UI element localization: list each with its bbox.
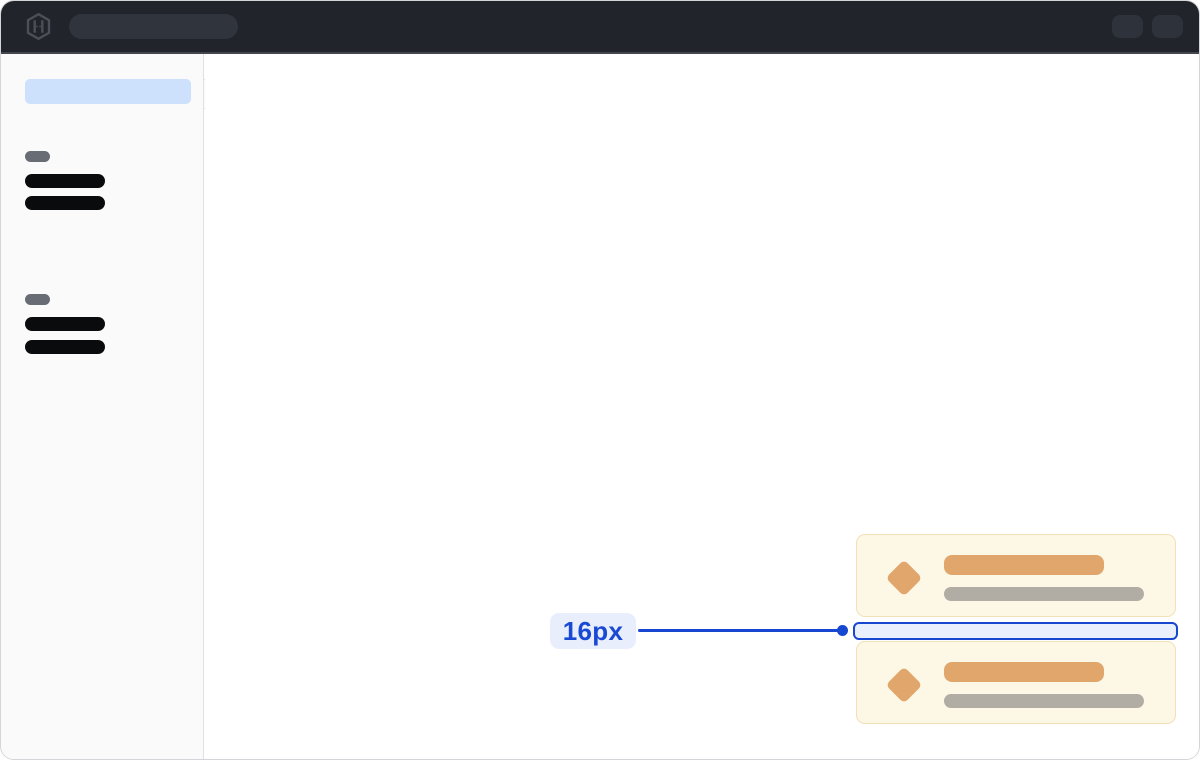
sidebar-group1-label-skeleton: [25, 151, 50, 162]
spacing-highlight-rect: [853, 622, 1178, 640]
measurement-connector-line: [638, 629, 840, 632]
diamond-icon: [885, 559, 923, 597]
topbar-action-skeleton-1[interactable]: [1112, 15, 1143, 38]
sidebar-group2-item-skeleton[interactable]: [25, 317, 105, 331]
sidebar-active-item-skeleton[interactable]: [25, 79, 191, 104]
card-title-skeleton: [944, 662, 1104, 682]
diamond-icon: [885, 666, 923, 704]
card-title-skeleton: [944, 555, 1104, 575]
card-text-skeleton: [944, 694, 1144, 708]
sidebar-group2-label-skeleton: [25, 294, 50, 305]
spacing-measurement-value: 16px: [562, 615, 624, 646]
sidebar-group2-item-skeleton[interactable]: [25, 340, 105, 354]
spacing-measurement-label: 16px: [550, 613, 636, 649]
measurement-connector-dot: [837, 625, 848, 636]
sidebar-group1-item-skeleton[interactable]: [25, 174, 105, 188]
sidebar-group1-item-skeleton[interactable]: [25, 196, 105, 210]
alert-card-skeleton: [856, 534, 1176, 617]
alert-card-skeleton: [856, 641, 1176, 724]
topbar-action-skeleton-2[interactable]: [1152, 15, 1183, 38]
sidebar: [1, 54, 204, 759]
card-text-skeleton: [944, 587, 1144, 601]
hashicorp-logo-icon[interactable]: [25, 12, 52, 41]
search-input-skeleton[interactable]: [69, 14, 238, 39]
top-nav-bar: [1, 1, 1199, 54]
